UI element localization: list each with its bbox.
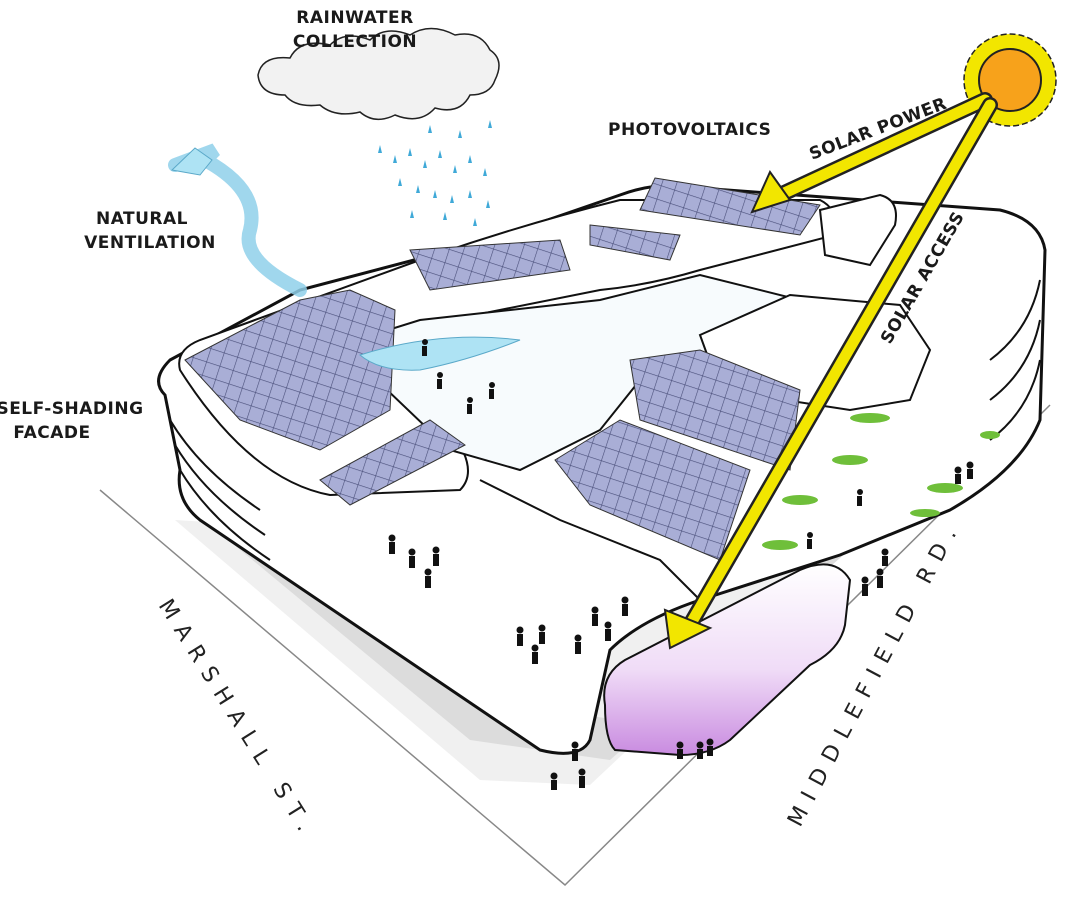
solar-power-arrow — [750, 92, 993, 214]
rainwater-label-line2: COLLECTION — [293, 32, 417, 52]
ventilation-ribbon — [168, 143, 521, 371]
rainwater-label-line1: RAINWATER — [296, 8, 413, 28]
rain-cloud — [257, 27, 500, 226]
terrace-greenery — [762, 413, 1000, 550]
person-icon — [388, 339, 974, 790]
natural-ventilation-label-line2: VENTILATION — [84, 233, 216, 253]
self-shading-label-line2: FACADE — [13, 423, 90, 443]
marshall-street-label: MARSHALL ST. — [153, 595, 322, 844]
self-shading-label-line1: SELF-SHADING — [0, 399, 144, 419]
people — [388, 339, 974, 790]
solar-access-arrow — [663, 97, 998, 650]
solar-access-pavilion — [603, 563, 852, 757]
cloud-icon — [257, 27, 500, 121]
natural-ventilation-label-line1: NATURAL — [96, 209, 188, 229]
building-shadow — [180, 360, 1030, 760]
photovoltaics-label: PHOTOVOLTAICS — [608, 120, 771, 140]
